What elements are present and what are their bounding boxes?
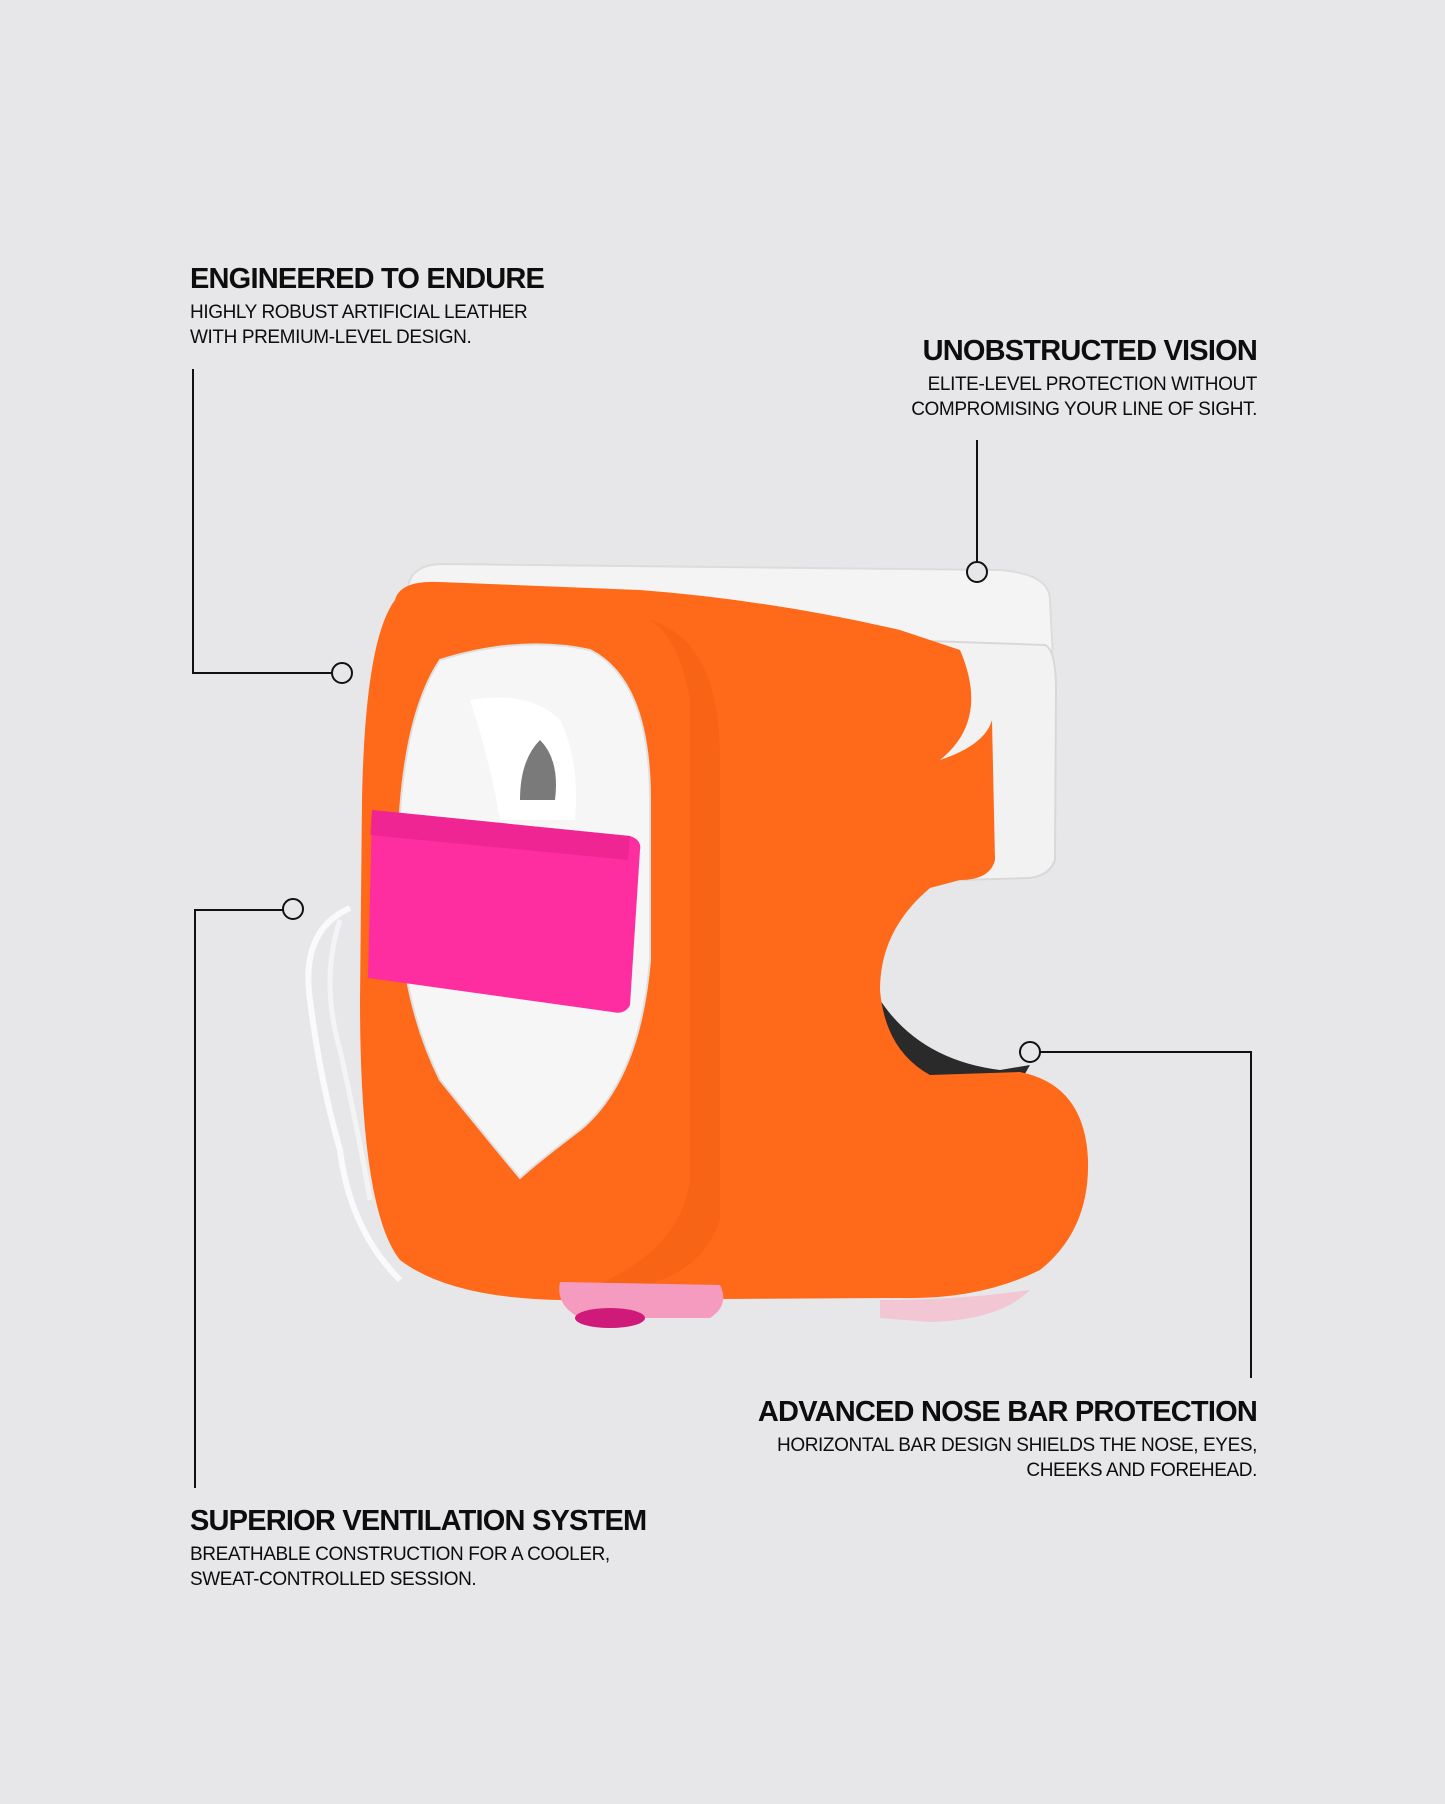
- boxing-headgear-icon: [305, 562, 1089, 1328]
- feature-title: ADVANCED NOSE BAR PROTECTION: [757, 1396, 1258, 1428]
- feature-superior-ventilation: SUPERIOR VENTILATION SYSTEM BREATHABLE C…: [190, 1504, 647, 1592]
- feature-engineered-to-endure: ENGINEERED TO ENDURE HIGHLY ROBUST ARTIF…: [190, 262, 545, 350]
- feature-advanced-nose-bar: ADVANCED NOSE BAR PROTECTION HORIZONTAL …: [757, 1395, 1258, 1483]
- feature-unobstructed-vision: UNOBSTRUCTED VISION ELITE-LEVEL PROTECTI…: [911, 334, 1258, 422]
- feature-title: UNOBSTRUCTED VISION: [922, 335, 1258, 367]
- callout-line-ventilation: [194, 909, 283, 1488]
- feature-description: BREATHABLE CONSTRUCTION FOR A COOLER,SWE…: [190, 1544, 610, 1590]
- callout-line-nose-bar: [1040, 1051, 1252, 1378]
- callout-dot-engineered: [331, 662, 353, 684]
- callout-lines: [192, 369, 1252, 1488]
- callout-dot-ventilation: [282, 898, 304, 920]
- callout-line-engineered: [192, 369, 332, 674]
- feature-description: HORIZONTAL BAR DESIGN SHIELDS THE NOSE, …: [777, 1435, 1257, 1481]
- callout-dot-vision: [966, 561, 988, 583]
- feature-title: ENGINEERED TO ENDURE: [190, 263, 545, 295]
- feature-title: SUPERIOR VENTILATION SYSTEM: [190, 1505, 647, 1537]
- callout-dot-nose-bar: [1019, 1041, 1041, 1063]
